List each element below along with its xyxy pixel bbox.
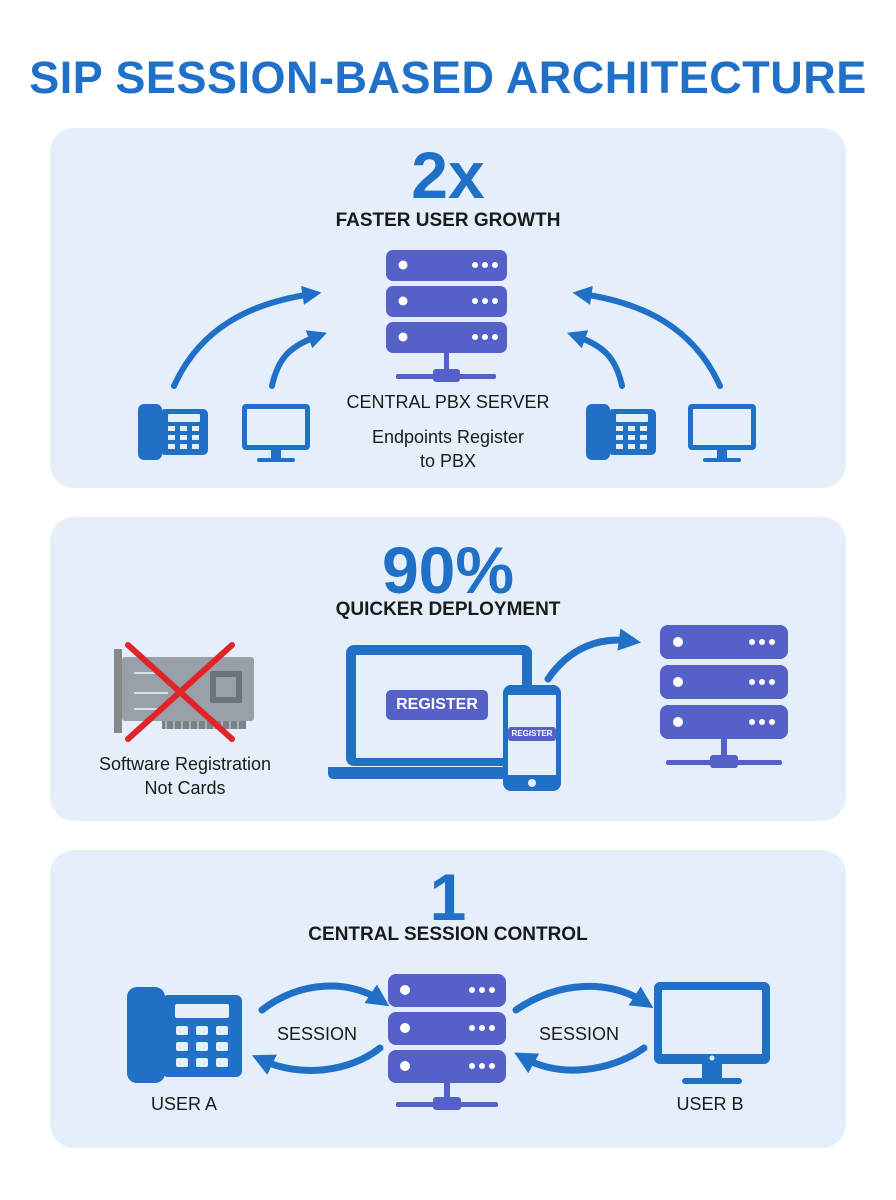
user-b-label: USER B xyxy=(676,1094,744,1114)
monitor-icon xyxy=(688,404,756,462)
card-caption-line-2: Not Cards xyxy=(144,778,226,798)
stat-value: 90% xyxy=(381,533,515,607)
register-arrow xyxy=(544,628,642,683)
server-stack-icon xyxy=(388,974,506,1110)
monitor-icon xyxy=(654,982,770,1084)
page-title: SIP SESSION-BASED ARCHITECTURE xyxy=(29,52,867,103)
register-arrows xyxy=(171,285,723,389)
panel-deployment: 90% QUICKER DEPLOYMENT xyxy=(50,517,846,821)
panel-user-growth: 2x FASTER USER GROWTH xyxy=(50,128,846,488)
session-label-left: SESSION xyxy=(276,1024,358,1044)
mobile-register-button[interactable]: REGISTER xyxy=(508,727,556,741)
server-stack-icon xyxy=(386,250,507,382)
red-cross-icon xyxy=(125,642,235,742)
desk-phone-icon xyxy=(586,404,656,460)
stat-subtitle: CENTRAL SESSION CONTROL xyxy=(308,924,588,945)
card-caption-line-1: Software Registration xyxy=(98,754,272,774)
session-label-right: SESSION xyxy=(538,1024,620,1044)
user-a-label: USER A xyxy=(150,1094,218,1114)
caption-line-2: to PBX xyxy=(419,451,477,471)
panel-session-control: 1 CENTRAL SESSION CONTROL xyxy=(50,850,846,1148)
server-stack-icon xyxy=(660,625,788,768)
stat-value: 1 xyxy=(429,860,467,934)
session-diagram xyxy=(127,974,770,1110)
stat-subtitle: QUICKER DEPLOYMENT xyxy=(335,599,561,620)
monitor-icon xyxy=(242,404,310,462)
caption-line-1: Endpoints Register xyxy=(371,427,525,447)
stat-subtitle: FASTER USER GROWTH xyxy=(335,210,561,231)
stat-value: 2x xyxy=(411,138,485,212)
desk-phone-icon xyxy=(127,987,242,1083)
register-button[interactable]: REGISTER xyxy=(386,690,488,720)
server-label: CENTRAL PBX SERVER xyxy=(346,392,550,412)
session-arrows xyxy=(251,982,654,1075)
growth-diagram xyxy=(138,250,756,462)
desk-phone-icon xyxy=(138,404,208,460)
deployment-diagram xyxy=(114,625,788,791)
